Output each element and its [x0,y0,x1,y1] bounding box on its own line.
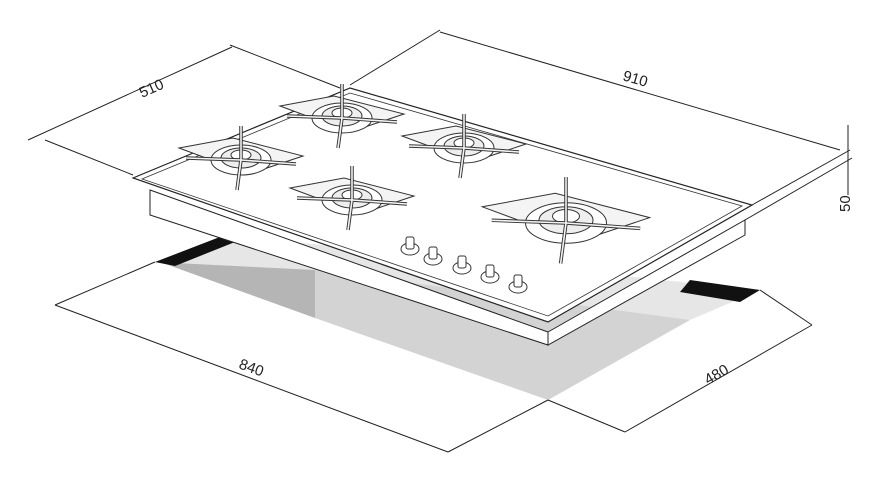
burner [177,126,305,191]
dimension-lines [27,29,853,453]
burner [278,84,406,149]
control-knob[interactable] [400,236,420,256]
control-knob[interactable] [423,246,443,266]
cutout-wall-front [315,270,690,400]
dim-line-910 [439,31,841,151]
dim-line-840 [54,304,449,453]
burner [400,114,528,179]
dim-label-480: 480 [702,361,732,388]
dim-line-510 [27,46,233,141]
control-knob[interactable] [452,255,472,275]
hob-glass-inner-edge [140,92,744,317]
cutout-wall-left [155,262,315,318]
burner [480,177,652,264]
hob-body-side [547,219,746,346]
dim-label-840: 840 [237,356,266,381]
hob [131,87,754,346]
cutout-edge-left [155,235,240,266]
control-knob[interactable] [480,264,500,284]
dim-label-50: 50 [837,195,854,212]
dim-line-480 [624,324,813,433]
cutout-edge-right [680,280,760,302]
dim-label-510: 510 [137,76,167,102]
control-knob[interactable] [508,274,528,294]
burner [288,166,416,231]
dim-label-910: 910 [621,68,650,91]
